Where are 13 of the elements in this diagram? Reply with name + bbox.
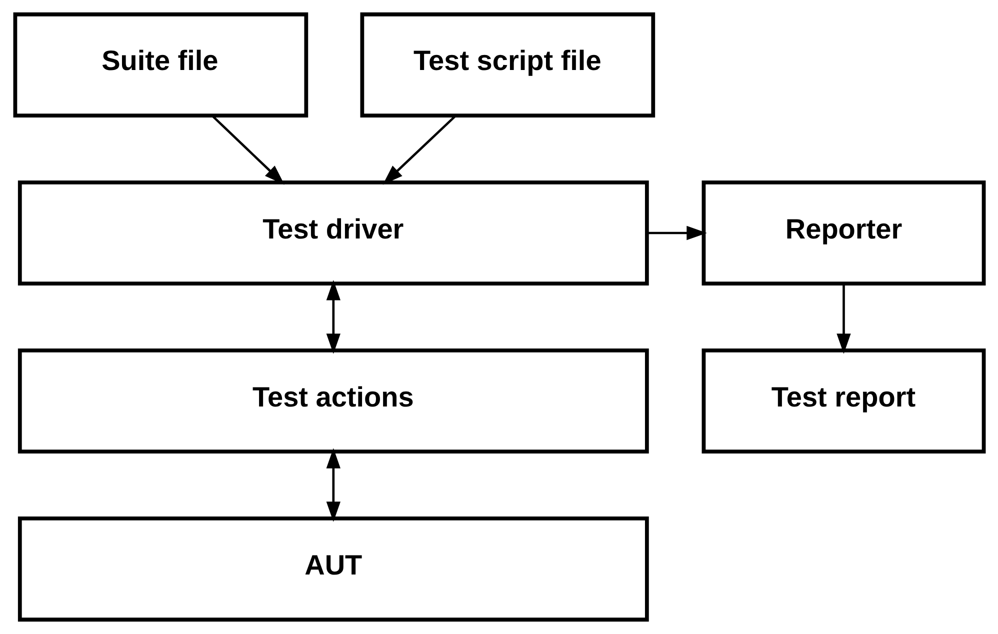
arrow	[836, 284, 850, 354]
node-box: Test report	[701, 348, 986, 454]
arrow	[646, 226, 706, 240]
node-box: Suite file	[12, 12, 308, 118]
arrow	[326, 448, 340, 522]
node-box: Test script file	[360, 12, 655, 118]
node-box: Test actions	[17, 348, 648, 454]
arrow	[326, 280, 340, 354]
node-box: Reporter	[701, 180, 986, 286]
node-box: Test driver	[17, 180, 648, 286]
arrow	[382, 114, 456, 185]
node-box: AUT	[17, 516, 648, 622]
arrow	[210, 114, 284, 185]
